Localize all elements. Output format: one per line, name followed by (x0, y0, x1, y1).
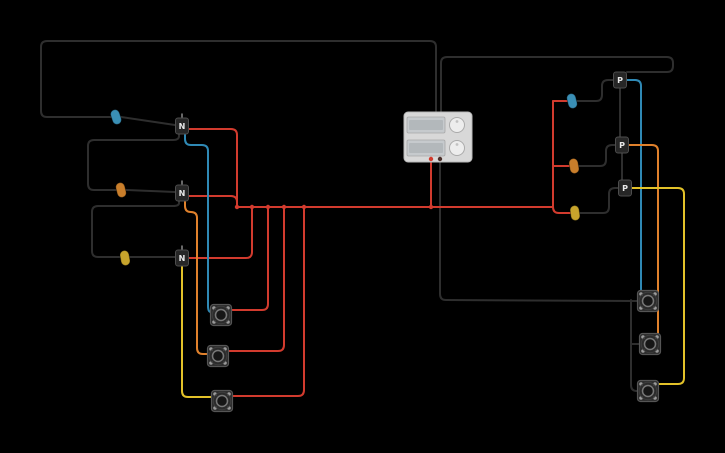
junction-dot (234, 204, 240, 210)
red-junction-dots (234, 204, 434, 210)
yellow-wires (181, 187, 685, 398)
wire-orange-p2-to-btn5[interactable] (628, 144, 659, 338)
junction-dot (428, 204, 434, 210)
wire-red-rail-to-n1[interactable] (188, 128, 238, 208)
wire-black-left-loop-2[interactable] (87, 133, 180, 191)
led-orange-left[interactable] (115, 182, 127, 199)
module-terminal-dark (437, 156, 443, 162)
pmos-transistor-3[interactable]: P (618, 179, 632, 197)
wire-black-right-button-chain[interactable] (630, 299, 638, 392)
junction-dot (249, 204, 255, 210)
wire-blue-n1-to-btn1[interactable] (184, 133, 212, 313)
wire-black-top-left-loop[interactable] (40, 40, 437, 118)
junction-dot (301, 204, 307, 210)
module-knob-1-dot (455, 120, 459, 123)
wire-black-led5-to-p2[interactable] (578, 144, 616, 167)
pmos-2-body (615, 136, 629, 154)
pushbutton-right-3[interactable] (636, 379, 660, 403)
wire-black-led4-to-p1[interactable] (576, 79, 614, 102)
nmos-3-label: N (179, 254, 186, 263)
pmos-1-label: P (617, 76, 623, 85)
led-orange-right[interactable] (568, 158, 580, 174)
nmos-transistor-1[interactable]: N (175, 113, 189, 135)
wire-black-led1-to-n1[interactable] (120, 116, 176, 126)
black-wires (40, 40, 674, 392)
module-knob-2[interactable] (449, 140, 465, 156)
led-yellow-left[interactable] (119, 250, 131, 266)
red-wires (188, 100, 571, 397)
wire-black-led2-to-n2[interactable] (125, 189, 176, 193)
pmos-transistor-1[interactable]: P (613, 71, 627, 89)
pushbutton-left-2[interactable] (206, 344, 230, 368)
nmos-1-body (175, 117, 189, 135)
pmos-transistors: P P P (613, 71, 632, 197)
wire-red-to-led6[interactable] (552, 206, 571, 214)
wire-black-led6-to-p3[interactable] (579, 187, 619, 214)
pmos-3-body (618, 179, 632, 197)
pushbutton-left-1[interactable] (209, 303, 233, 327)
controller-module[interactable] (403, 111, 473, 163)
junction-dot (265, 204, 271, 210)
nmos-transistors: N N N (175, 113, 189, 267)
led-yellow-right[interactable] (569, 205, 581, 221)
wire-red-btn3-to-rail[interactable] (232, 206, 305, 397)
wire-yellow-p3-to-btn6[interactable] (631, 187, 685, 385)
blue-wires (184, 79, 642, 313)
module-knob-2-dot (455, 143, 459, 146)
module-display-2-inner (409, 143, 443, 153)
pmos-1-body (613, 71, 627, 89)
wire-red-btn2-to-rail[interactable] (228, 206, 285, 352)
module-terminal-red (428, 156, 434, 162)
pushbutton-right-2[interactable] (638, 332, 662, 356)
pmos-transistor-2[interactable]: P (615, 136, 629, 154)
wire-blue-p1-to-btn4[interactable] (626, 79, 642, 295)
led-blue-left[interactable] (109, 108, 122, 125)
nmos-2-body (175, 184, 189, 202)
wire-red-n3-to-rail[interactable] (188, 206, 253, 259)
led-blue-right[interactable] (566, 93, 578, 110)
nmos-transistor-2[interactable]: N (175, 180, 189, 202)
orange-wires (184, 144, 659, 355)
nmos-transistor-3[interactable]: N (175, 245, 189, 267)
wire-black-left-loop-3[interactable] (91, 200, 180, 258)
wire-black-top-right-rail[interactable] (440, 56, 674, 113)
nmos-2-label: N (179, 189, 186, 198)
pushbutton-right-1[interactable] (636, 289, 660, 313)
module-knob-1[interactable] (449, 117, 465, 133)
wire-red-btn1-to-rail[interactable] (231, 206, 269, 311)
wire-red-n2-to-rail[interactable] (188, 195, 238, 208)
pushbutton-left-3[interactable] (210, 389, 234, 413)
pmos-3-label: P (622, 184, 628, 193)
nmos-3-body (175, 249, 189, 267)
nmos-1-label: N (179, 122, 186, 131)
wire-orange-n2-to-btn2[interactable] (184, 200, 208, 355)
wire-yellow-n3-to-btn3[interactable] (181, 265, 212, 398)
wire-black-module-to-bottom-right[interactable] (439, 161, 638, 302)
junction-dot (281, 204, 287, 210)
pmos-2-label: P (619, 141, 625, 150)
module-display-1-inner (409, 120, 443, 130)
leds (109, 93, 581, 266)
